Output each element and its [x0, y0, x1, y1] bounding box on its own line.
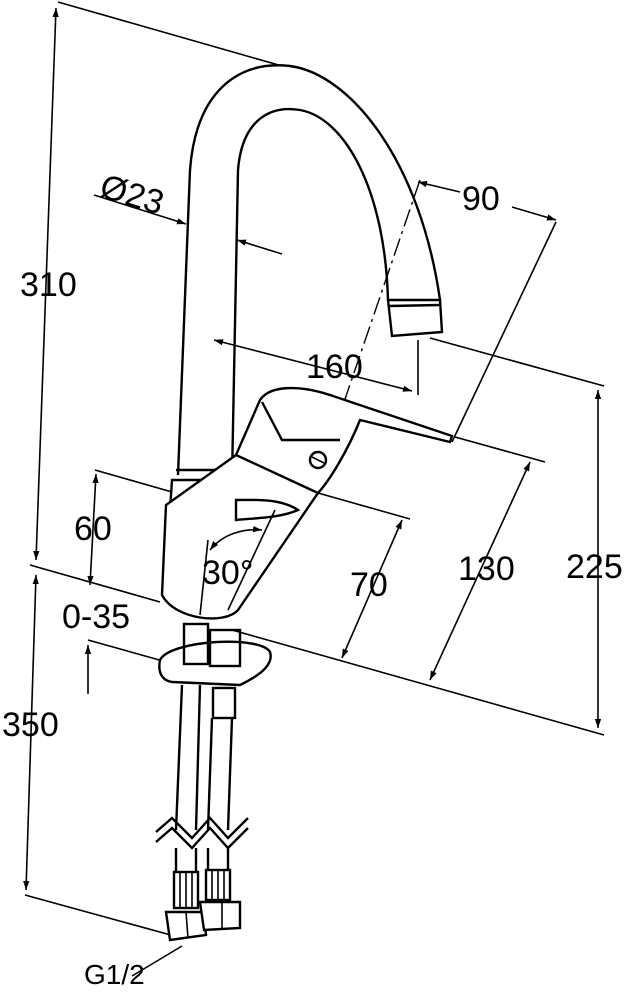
label-spout-reach-small: 90	[462, 180, 500, 218]
label-body-height: 60	[74, 510, 112, 548]
label-deck-thickness: 0-35	[62, 598, 130, 636]
dimension-labels: 310 Ø23 90 160 225 130 70 60 30° 0-35 35…	[2, 167, 623, 990]
label-angle: 30°	[202, 554, 253, 592]
label-body-depth: 70	[350, 566, 388, 604]
label-handle-reach: 130	[458, 550, 515, 588]
thread-leader	[131, 945, 183, 977]
label-hose-length: 350	[2, 706, 59, 744]
label-spout-reach: 160	[306, 348, 363, 386]
faucet	[155, 64, 454, 942]
dimension-lines	[23, 7, 602, 891]
label-height-outlet: 225	[566, 548, 623, 586]
label-diameter: Ø23	[96, 167, 169, 222]
label-height-total: 310	[20, 266, 77, 304]
extension-lines	[24, 1, 605, 938]
